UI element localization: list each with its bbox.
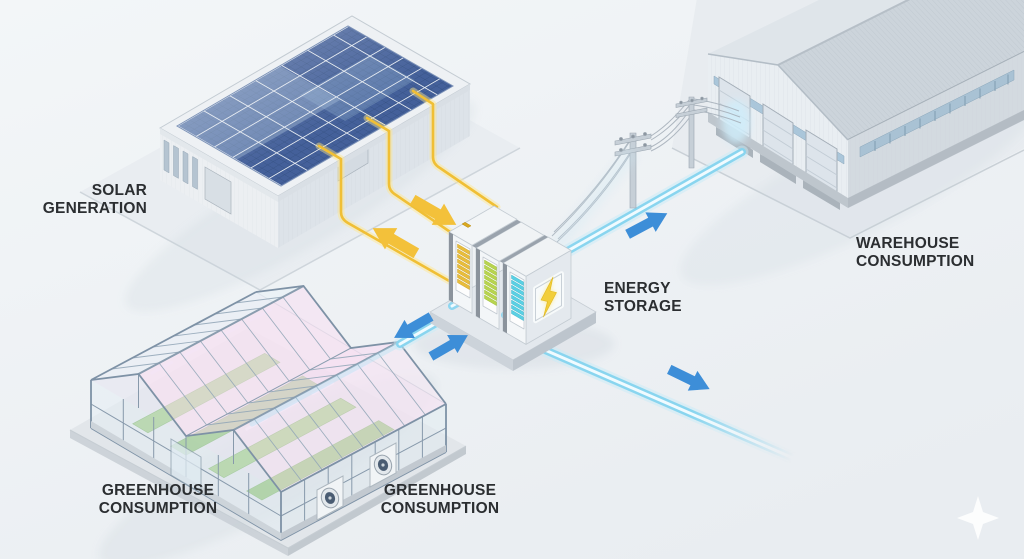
conduit-glow-inside-greenhouse — [249, 341, 403, 427]
warehouse-window-strip — [859, 69, 1015, 158]
label-solar-generation: SOLAR GENERATION — [20, 182, 147, 217]
battery-cabinet-3 — [502, 262, 527, 345]
label-line: CONSUMPTION — [856, 252, 975, 270]
status-led — [461, 222, 472, 228]
label-energy-storage: ENERGY STORAGE — [604, 280, 682, 315]
label-line: CONSUMPTION — [98, 499, 218, 517]
solar-panels — [176, 25, 455, 187]
label-line: WAREHOUSE — [856, 235, 960, 252]
warehouse-door-glow — [722, 100, 750, 144]
conduit-storage-to-warehouse — [541, 145, 749, 269]
solar-flow-cables — [315, 87, 501, 290]
solar-generation-building — [159, 15, 471, 248]
solar-building-windows — [163, 139, 198, 190]
label-line: ENERGY — [604, 280, 671, 297]
solar-building-door — [204, 166, 232, 215]
label-line: STORAGE — [604, 297, 682, 315]
greenhouse-door — [170, 438, 202, 494]
greenhouse-fan-unit-1 — [369, 442, 397, 488]
label-line: CONSUMPTION — [380, 499, 500, 517]
roof-glazing-bars — [111, 296, 426, 482]
battery-cabinet-1 — [448, 231, 473, 314]
label-line: GREENHOUSE — [101, 482, 215, 499]
label-greenhouse-consumption-left: GREENHOUSE CONSUMPTION — [63, 482, 253, 517]
warehouse-roof-back-slope — [708, 0, 912, 65]
utility-pole-2 — [675, 96, 708, 169]
battery-cabinet-2 — [475, 247, 500, 330]
warehouse-building — [707, 0, 1024, 210]
label-warehouse-consumption: WAREHOUSE CONSUMPTION — [856, 235, 974, 270]
label-line: GREENHOUSE — [383, 482, 497, 499]
storage-light-beam — [552, 145, 638, 252]
greenhouse-fan-unit-2 — [316, 475, 344, 521]
label-greenhouse-consumption-center: GREENHOUSE CONSUMPTION — [345, 482, 535, 517]
lightning-bolt-icon — [540, 276, 557, 318]
sparkle-watermark-icon — [957, 496, 999, 540]
label-line: SOLAR — [91, 182, 147, 199]
energy-storage-unit — [429, 205, 597, 371]
battery-cabinets — [448, 205, 572, 345]
greenhouse-building — [90, 285, 447, 542]
label-line: GENERATION — [42, 199, 147, 217]
